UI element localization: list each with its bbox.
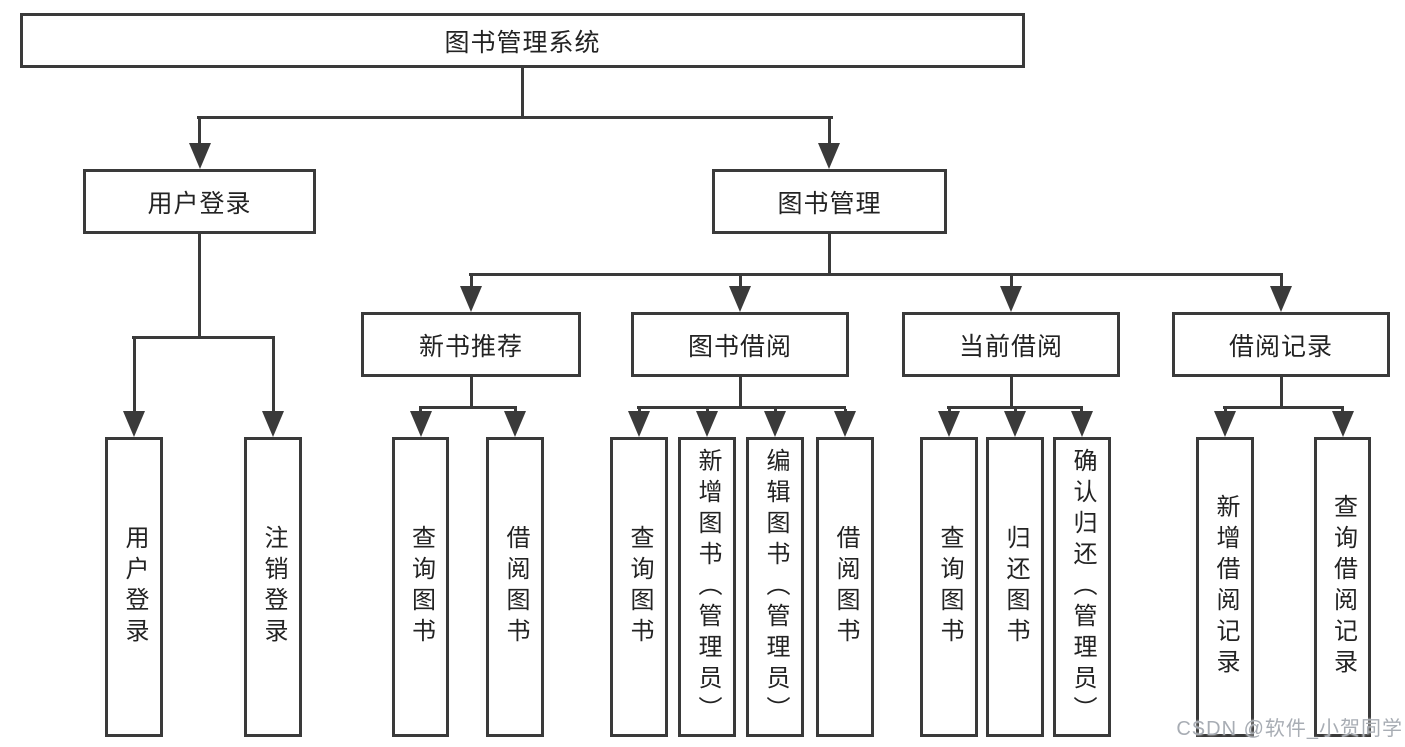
arrowhead-down-icon	[1071, 411, 1093, 437]
leaf-return-books: 归还图书	[986, 437, 1044, 737]
leaf-query-books-recommend-label: 查询图书	[407, 525, 435, 649]
leaf-query-books-current-label: 查询图书	[936, 525, 963, 649]
node-borrow-records: 借阅记录	[1172, 312, 1390, 377]
connector-stub-leaf-logout	[272, 339, 275, 413]
connector-book-management-branch	[469, 273, 1283, 276]
connector-new-book-branch	[419, 406, 517, 409]
leaf-add-books-admin: 新增图书（管理员）	[678, 437, 736, 737]
leaf-borrow-books-recommend-label: 借阅图书	[502, 525, 529, 649]
node-book-borrow: 图书借阅	[631, 312, 849, 377]
leaf-add-borrow-record: 新增借阅记录	[1196, 437, 1254, 737]
leaf-logout-label: 注销登录	[260, 525, 287, 649]
connector-book-borrow-branch	[637, 406, 846, 409]
node-borrow-records-label: 借阅记录	[1228, 332, 1333, 361]
node-user-login-label: 用户登录	[147, 189, 252, 218]
connector-borrow-records-stem	[1280, 377, 1283, 409]
leaf-confirm-return-admin-label: 确认归还（管理员）	[1069, 447, 1096, 727]
arrowhead-down-icon	[1004, 411, 1026, 437]
leaf-query-books-borrow-label: 查询图书	[626, 525, 653, 649]
leaf-query-books-borrow: 查询图书	[610, 437, 668, 737]
node-book-management-label: 图书管理	[777, 189, 882, 218]
leaf-query-books-recommend: 查询图书	[392, 437, 449, 737]
arrowhead-down-icon	[1270, 286, 1292, 312]
node-root: 图书管理系统	[20, 13, 1025, 68]
leaf-borrow-books-borrow: 借阅图书	[816, 437, 874, 737]
watermark: CSDN @软件_小贺同学	[1176, 718, 1403, 740]
connector-book-management-stem	[828, 234, 831, 276]
connector-root-stem	[521, 68, 524, 119]
leaf-user-login-label: 用户登录	[121, 525, 148, 649]
connector-book-borrow-stem	[739, 377, 742, 409]
arrowhead-down-icon	[504, 411, 526, 437]
leaf-query-books-current: 查询图书	[920, 437, 978, 737]
connector-stub-book-borrow	[739, 276, 742, 290]
node-new-book-recommend: 新书推荐	[361, 312, 581, 377]
connector-user-login-branch	[132, 336, 275, 339]
connector-stub-leaf-user-login	[133, 339, 136, 413]
arrowhead-down-icon	[189, 143, 211, 169]
node-user-login: 用户登录	[83, 169, 316, 234]
arrowhead-down-icon	[123, 411, 145, 437]
leaf-borrow-books-recommend: 借阅图书	[486, 437, 544, 737]
connector-user-login-stem	[198, 234, 201, 339]
leaf-add-books-admin-label: 新增图书（管理员）	[694, 447, 721, 727]
connector-current-borrow-stem	[1010, 377, 1013, 409]
leaf-logout: 注销登录	[244, 437, 302, 737]
node-book-management: 图书管理	[712, 169, 947, 234]
connector-root-branch	[197, 116, 833, 119]
arrowhead-down-icon	[1214, 411, 1236, 437]
arrowhead-down-icon	[729, 286, 751, 312]
arrowhead-down-icon	[410, 411, 432, 437]
arrowhead-down-icon	[1332, 411, 1354, 437]
connector-borrow-records-branch	[1223, 406, 1344, 409]
arrowhead-down-icon	[818, 143, 840, 169]
node-new-book-recommend-label: 新书推荐	[418, 332, 523, 361]
arrowhead-down-icon	[628, 411, 650, 437]
leaf-query-borrow-record-label: 查询借阅记录	[1329, 494, 1357, 680]
node-book-borrow-label: 图书借阅	[687, 332, 792, 361]
leaf-query-borrow-record: 查询借阅记录	[1314, 437, 1371, 737]
arrowhead-down-icon	[764, 411, 786, 437]
node-current-borrow-label: 当前借阅	[958, 332, 1063, 361]
leaf-edit-books-admin-label: 编辑图书（管理员）	[762, 447, 789, 727]
leaf-return-books-label: 归还图书	[1002, 525, 1029, 649]
connector-stub-current-borrow	[1010, 276, 1013, 290]
connector-stub-new-book	[470, 276, 473, 290]
arrowhead-down-icon	[460, 286, 482, 312]
node-root-label: 图书管理系统	[444, 28, 601, 57]
connector-new-book-stem	[470, 377, 473, 409]
arrowhead-down-icon	[1000, 286, 1022, 312]
connector-current-borrow-branch	[947, 406, 1083, 409]
leaf-edit-books-admin: 编辑图书（管理员）	[746, 437, 804, 737]
arrowhead-down-icon	[696, 411, 718, 437]
connector-stub-user-login	[198, 119, 201, 149]
arrowhead-down-icon	[834, 411, 856, 437]
node-current-borrow: 当前借阅	[902, 312, 1120, 377]
leaf-borrow-books-borrow-label: 借阅图书	[832, 525, 859, 649]
connector-stub-borrow-records	[1280, 276, 1283, 290]
leaf-user-login: 用户登录	[105, 437, 163, 737]
arrowhead-down-icon	[262, 411, 284, 437]
leaf-add-borrow-record-label: 新增借阅记录	[1212, 494, 1239, 680]
leaf-confirm-return-admin: 确认归还（管理员）	[1053, 437, 1111, 737]
connector-stub-book-management	[828, 119, 831, 149]
arrowhead-down-icon	[938, 411, 960, 437]
